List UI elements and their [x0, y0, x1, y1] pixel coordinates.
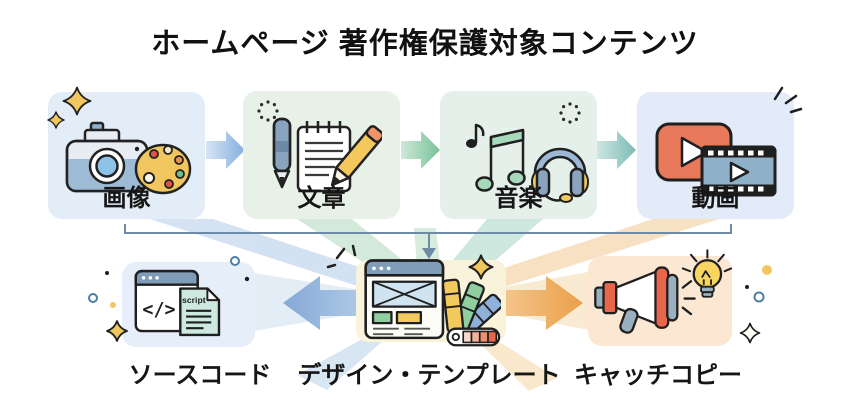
card-text-label: 文章 — [297, 185, 346, 212]
card-video: 動画 — [637, 92, 794, 219]
flow-arrow-3-icon — [597, 131, 636, 169]
card-image: 画像 — [48, 92, 205, 219]
design-template-icon — [364, 259, 501, 347]
card-music-label: 音楽 — [494, 185, 543, 212]
code-glyph: </> — [142, 300, 175, 321]
card-image-label: 画像 — [102, 185, 151, 212]
flow-arrow-2-icon — [401, 131, 440, 169]
burst-lines-icon — [326, 244, 357, 269]
card-video-label: 動画 — [691, 185, 740, 212]
card-text: 文章 — [243, 91, 400, 219]
label-catch-copy: キャッチコピー — [574, 362, 742, 389]
video-filmstrip-icon — [655, 122, 776, 197]
flow-arrow-1-icon — [206, 131, 245, 169]
script-doc-label: script — [182, 295, 206, 305]
music-headphones-icon — [465, 123, 589, 203]
megaphone-bulb-icon — [594, 249, 732, 334]
camera-palette-icon — [65, 121, 191, 195]
tile-design-template — [356, 259, 506, 347]
tile-source-code: </> script — [122, 262, 255, 347]
page-title: ホームページ 著作権保護対象コンテンツ — [151, 28, 699, 60]
card-music: 音楽 — [440, 91, 597, 219]
pen-notepad-icon — [272, 117, 382, 192]
label-design-template: デザイン・テンプレート — [297, 362, 561, 389]
sparkle-icon — [739, 322, 761, 344]
source-code-icon: </> script — [134, 269, 220, 337]
label-source-code: ソースコード — [128, 362, 272, 389]
tile-catch-copy — [588, 249, 732, 346]
